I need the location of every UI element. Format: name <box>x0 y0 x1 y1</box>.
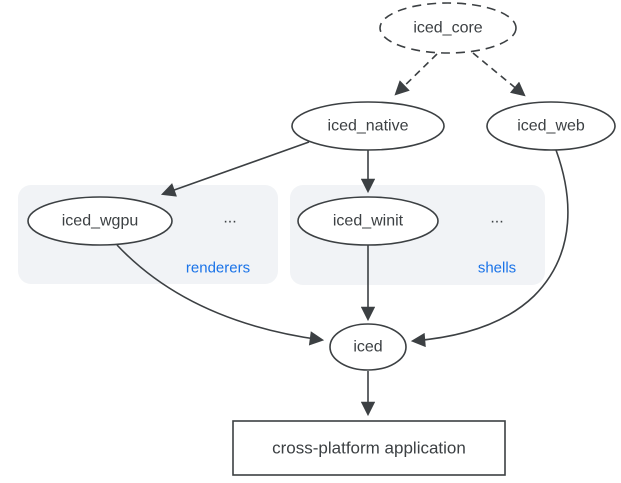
node-iced-core <box>379 2 517 54</box>
node-iced-web <box>486 101 616 151</box>
edge-native-to-wgpu <box>160 141 310 197</box>
edge-core-to-web <box>472 52 526 97</box>
node-iced <box>329 323 407 371</box>
edge-wgpu-to-iced <box>116 244 325 346</box>
edge-web-to-iced <box>410 149 569 348</box>
shells-ellipsis: ... <box>490 210 503 227</box>
node-iced-native-label: iced_native <box>328 118 409 135</box>
renderers-group-label: renderers <box>186 260 250 277</box>
edge-core-to-native <box>394 53 438 96</box>
renderers-ellipsis: ... <box>223 210 236 227</box>
node-cross-platform-application <box>232 420 506 476</box>
node-iced-wgpu <box>27 196 173 246</box>
node-iced-web-label: iced_web <box>517 118 585 135</box>
node-iced-label: iced <box>353 339 382 356</box>
node-iced-core-label: iced_core <box>413 20 482 37</box>
node-iced-winit <box>297 196 439 246</box>
node-cross-platform-application-label: cross-platform application <box>272 439 466 458</box>
node-iced-native <box>291 101 445 151</box>
shells-group-label: shells <box>478 260 516 277</box>
node-iced-wgpu-label: iced_wgpu <box>62 213 139 230</box>
node-iced-winit-label: iced_winit <box>333 213 404 230</box>
